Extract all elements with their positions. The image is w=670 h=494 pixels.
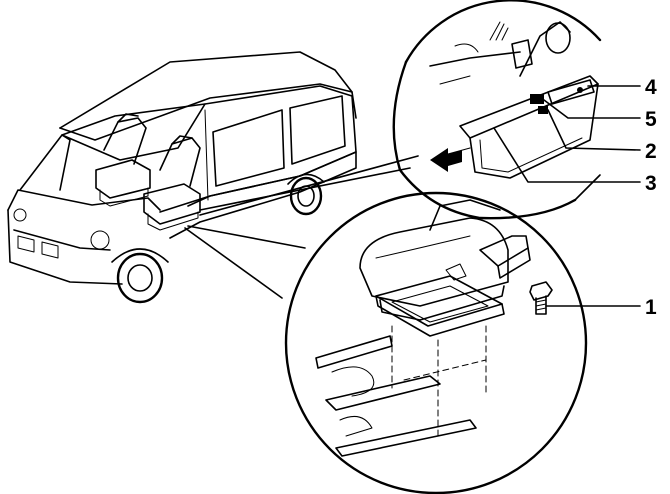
rail-detail-view (199, 0, 602, 220)
mounting-bolt (529, 281, 553, 315)
seat-base-detail-view (184, 191, 588, 494)
callout-label-3: 3 (645, 172, 657, 195)
callout-leaders (493, 85, 641, 307)
van-illustration (7, 51, 357, 304)
callout-label-5: 5 (645, 108, 657, 131)
callout-label-1: 1 (645, 296, 657, 319)
van-front-seat-right (143, 135, 201, 231)
callout-labels: 4 5 2 3 1 (645, 76, 657, 319)
callout-label-2: 2 (645, 140, 657, 163)
callout-label-4: 4 (645, 76, 657, 99)
